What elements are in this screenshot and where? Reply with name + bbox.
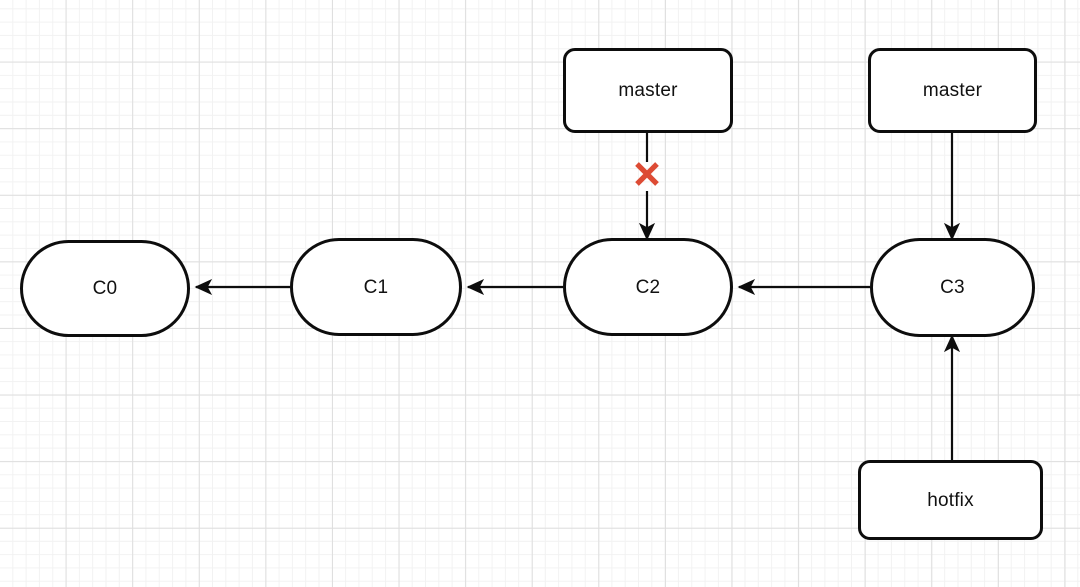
commit-node-c1[interactable]: C1: [290, 238, 462, 336]
commit-node-c2[interactable]: C2: [563, 238, 733, 336]
commit-label: C3: [940, 277, 965, 298]
commit-label: C0: [92, 278, 118, 299]
red-x-icon: [635, 162, 659, 186]
branch-node-hotfix[interactable]: hotfix: [858, 460, 1043, 540]
commit-node-c3[interactable]: C3: [870, 238, 1035, 337]
branch-label: master: [922, 80, 983, 101]
commit-node-c0[interactable]: C0: [20, 240, 190, 337]
branch-node-master-old[interactable]: master: [563, 48, 733, 133]
branch-label: master: [618, 80, 678, 101]
branch-label: hotfix: [927, 489, 974, 511]
commit-label: C2: [635, 276, 661, 298]
branch-node-master-new[interactable]: master: [868, 48, 1037, 133]
commit-label: C1: [363, 276, 389, 298]
